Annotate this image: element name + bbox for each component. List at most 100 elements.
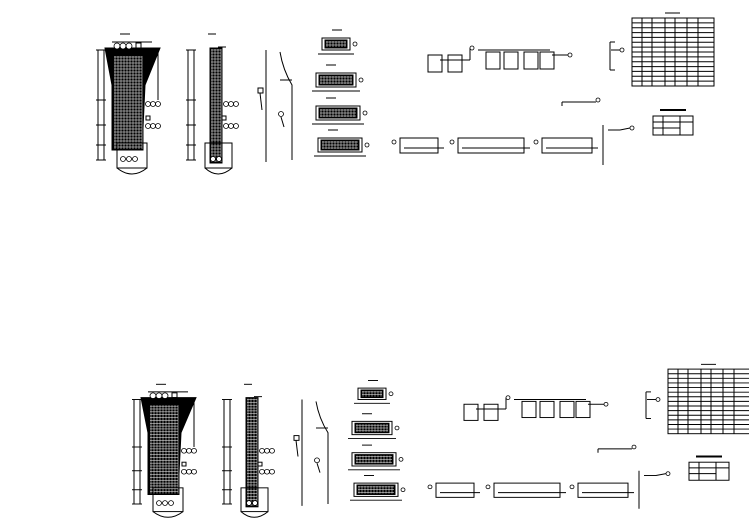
callout-circle	[186, 448, 192, 454]
section-rebar	[318, 107, 358, 119]
section-rebar	[360, 389, 384, 399]
leader-line	[655, 473, 667, 476]
callout-circle	[191, 468, 197, 475]
pile-bottom	[152, 511, 184, 518]
bar-shape	[503, 51, 519, 70]
callout-circle	[569, 484, 575, 490]
callout-square	[293, 435, 300, 441]
bar-shape	[399, 137, 439, 154]
callout-circle	[619, 47, 625, 53]
pier-rebar-mesh	[148, 403, 180, 495]
callout-circle	[269, 448, 275, 454]
pile-bottom	[116, 167, 148, 175]
summary-table	[652, 109, 694, 136]
callout-circle	[449, 139, 455, 145]
callout-circle	[364, 142, 370, 148]
table-border	[688, 461, 730, 481]
bar-shape	[559, 400, 575, 419]
callout-circle	[665, 471, 671, 476]
leader-line	[316, 463, 321, 473]
drawing-sheet-top	[96, 12, 715, 175]
callout-circle	[264, 468, 270, 475]
rebar-shapes-row2	[391, 97, 635, 165]
bar-shape	[523, 51, 539, 70]
bent-bar-details	[293, 399, 329, 506]
callout-circle	[358, 77, 364, 83]
bar-curve	[279, 51, 293, 160]
callout-circle	[362, 110, 368, 116]
callout-circle	[533, 139, 539, 145]
rebar-shapes-row2	[427, 444, 671, 509]
callout-circle	[398, 457, 404, 462]
section-rebar	[318, 74, 354, 86]
cross-sections	[348, 380, 406, 501]
callout-circle	[631, 444, 637, 450]
rebar-shapes-row1	[427, 45, 573, 73]
callout-circle	[278, 111, 284, 117]
callout-circle	[168, 500, 174, 506]
callout-circle	[186, 468, 192, 475]
cross-sections	[312, 29, 370, 157]
callout-circle	[233, 123, 239, 129]
section-rebar	[356, 484, 396, 495]
bar-shape	[539, 51, 555, 70]
summary-table	[688, 455, 730, 481]
callout-circle	[269, 468, 275, 475]
bent-bar-details	[257, 50, 293, 162]
section-rebar	[354, 454, 394, 465]
section-outline	[353, 482, 399, 497]
section-2	[312, 64, 364, 92]
section-rebar	[354, 422, 390, 434]
bar-shape	[577, 482, 629, 498]
callout-circle	[150, 101, 156, 107]
callout-circle	[155, 392, 163, 399]
callout-square	[181, 461, 187, 467]
callout-circle	[259, 448, 265, 454]
pile-cap	[116, 142, 148, 169]
pier-rebar-mesh	[209, 47, 223, 164]
bar-shape	[483, 403, 499, 421]
pier-rebar-mesh	[245, 397, 259, 508]
callout-circle	[150, 123, 156, 129]
callout-circle	[391, 139, 397, 145]
section-outline	[315, 72, 357, 88]
callout-circle	[314, 457, 320, 464]
callout-circle	[485, 484, 491, 490]
section-outline	[315, 105, 361, 121]
bar-shape	[463, 403, 479, 421]
pile-cap	[240, 487, 269, 513]
callout-circle	[162, 500, 168, 506]
callout-square	[221, 115, 227, 121]
callout-circle	[228, 101, 234, 107]
callout-circle	[629, 125, 635, 131]
section-4	[350, 475, 406, 501]
callout-circle	[252, 500, 258, 506]
rebar-shapes-row1	[463, 395, 609, 421]
section-4	[314, 129, 370, 157]
pier-elevation-side	[186, 33, 239, 175]
callout-circle	[132, 156, 138, 162]
bar-shape	[447, 54, 463, 73]
callout-circle	[125, 42, 133, 50]
section-outline	[317, 137, 363, 153]
section-2	[348, 413, 400, 439]
leader-line	[295, 440, 299, 457]
bar-curve	[315, 401, 329, 505]
callout-circle	[400, 487, 406, 493]
callout-circle	[228, 123, 234, 129]
leader-line	[619, 127, 631, 131]
section-3	[312, 97, 368, 125]
callout-circle	[603, 401, 609, 407]
callout-circle	[233, 101, 239, 107]
bar-shape	[575, 400, 591, 419]
section-rebar	[324, 39, 348, 49]
section-outline	[351, 420, 393, 436]
callout-square	[171, 392, 178, 399]
callout-circle	[119, 42, 127, 50]
callout-circle	[223, 101, 229, 107]
section-outline	[321, 37, 351, 51]
callout-circle	[505, 395, 511, 400]
callout-circle	[264, 448, 270, 454]
callout-circle	[259, 468, 265, 475]
